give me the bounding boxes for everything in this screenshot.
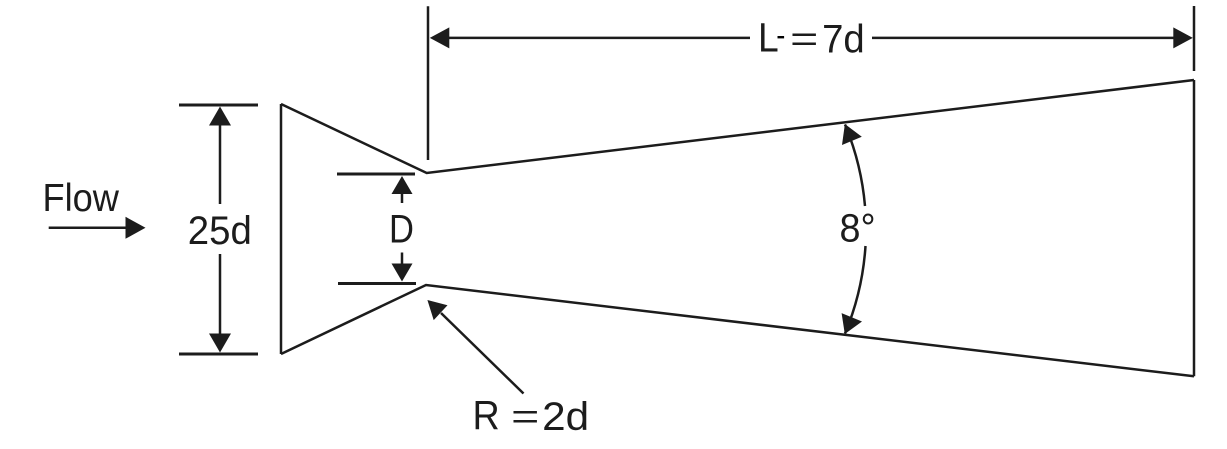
svg-text:=: = — [511, 398, 539, 437]
svg-text:7d: 7d — [822, 17, 865, 61]
svg-text:D: D — [389, 208, 414, 252]
svg-text:8°: 8° — [840, 207, 876, 251]
svg-text:=: = — [790, 20, 818, 59]
svg-text:2d: 2d — [542, 395, 589, 439]
svg-text:Flow: Flow — [43, 176, 120, 220]
svg-text:25d: 25d — [188, 208, 252, 253]
svg-text:R: R — [473, 392, 500, 438]
svg-text:L: L — [758, 14, 779, 60]
